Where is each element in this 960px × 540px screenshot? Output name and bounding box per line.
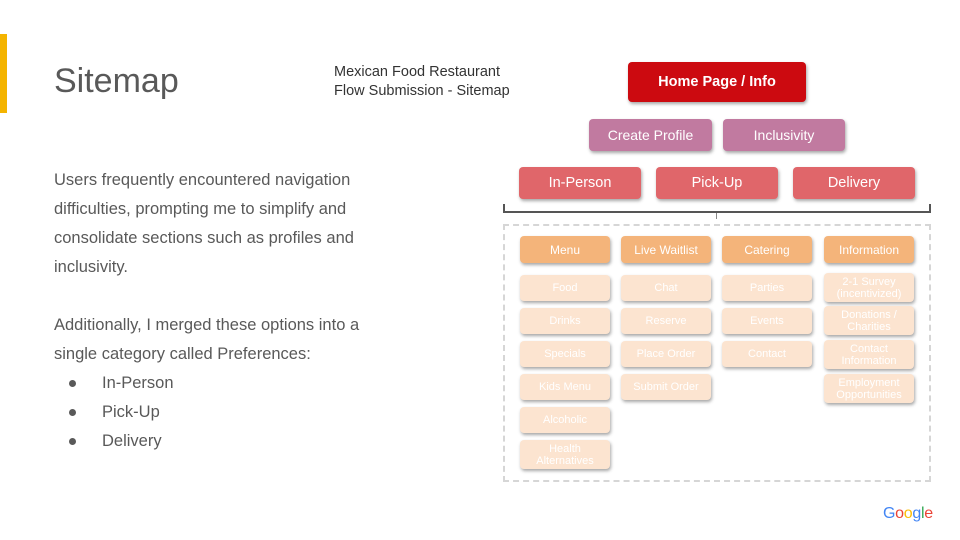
node-kids-menu: Kids Menu xyxy=(520,374,610,400)
paragraph-1: Users frequently encountered navigation … xyxy=(54,171,354,276)
logo-letter: o xyxy=(895,505,904,522)
node-submit-order: Submit Order xyxy=(621,374,711,400)
bullet-item: Delivery xyxy=(54,427,364,456)
bullet-label: In-Person xyxy=(102,374,174,392)
node-alcoholic: Alcoholic xyxy=(520,407,610,433)
node-catering: Catering xyxy=(722,236,812,263)
node-home-page: Home Page / Info xyxy=(628,62,806,102)
logo-letter: G xyxy=(883,505,896,522)
node-events: Events xyxy=(722,308,812,334)
node-place-order: Place Order xyxy=(621,341,711,367)
google-logo: Google xyxy=(883,505,933,523)
node-contact-information: Contact Information xyxy=(824,340,914,369)
node-reserve: Reserve xyxy=(621,308,711,334)
diagram-title-line-1: Mexican Food Restaurant xyxy=(334,64,501,80)
logo-letter: g xyxy=(912,505,921,522)
node-pick-up: Pick-Up xyxy=(656,167,778,199)
preferences-container xyxy=(503,224,931,482)
bullet-label: Delivery xyxy=(102,432,162,450)
node-inclusivity: Inclusivity xyxy=(723,119,845,151)
logo-letter: o xyxy=(903,505,913,522)
bracket-right xyxy=(929,204,931,213)
bullet-item: In-Person xyxy=(54,369,364,398)
bullet-label: Pick-Up xyxy=(102,403,160,421)
bracket-connector xyxy=(716,213,717,219)
node-live-waitlist: Live Waitlist xyxy=(621,236,711,263)
accent-bar xyxy=(0,34,7,113)
node-survey: 2-1 Survey (incentivized) xyxy=(824,273,914,302)
node-employment: Employment Opportunities xyxy=(824,374,914,403)
bullet-dot-icon xyxy=(69,438,76,445)
logo-letter: l xyxy=(920,505,925,522)
node-drinks: Drinks xyxy=(520,308,610,334)
diagram-title: Mexican Food Restaurant Flow Submission … xyxy=(334,63,510,101)
node-health-alternatives: Health Alternatives xyxy=(520,440,610,469)
node-delivery: Delivery xyxy=(793,167,915,199)
slide-title: Sitemap xyxy=(54,62,179,100)
node-donations: Donations / Charities xyxy=(824,306,914,335)
bracket-line xyxy=(504,211,931,213)
bracket-left xyxy=(503,204,505,213)
preferences-list: In-Person Pick-Up Delivery xyxy=(54,369,364,456)
node-in-person: In-Person xyxy=(519,167,641,199)
node-chat: Chat xyxy=(621,275,711,301)
node-parties: Parties xyxy=(722,275,812,301)
logo-letter: e xyxy=(924,505,933,522)
diagram-title-line-2: Flow Submission - Sitemap xyxy=(334,83,510,99)
paragraph-2: Additionally, I merged these options int… xyxy=(54,316,360,363)
node-contact: Contact xyxy=(722,341,812,367)
node-menu: Menu xyxy=(520,236,610,263)
node-create-profile: Create Profile xyxy=(589,119,712,151)
bullet-item: Pick-Up xyxy=(54,398,364,427)
node-specials: Specials xyxy=(520,341,610,367)
node-information: Information xyxy=(824,236,914,263)
node-food: Food xyxy=(520,275,610,301)
bullet-dot-icon xyxy=(69,409,76,416)
bullet-dot-icon xyxy=(69,380,76,387)
body-text: Users frequently encountered navigation … xyxy=(54,166,364,456)
